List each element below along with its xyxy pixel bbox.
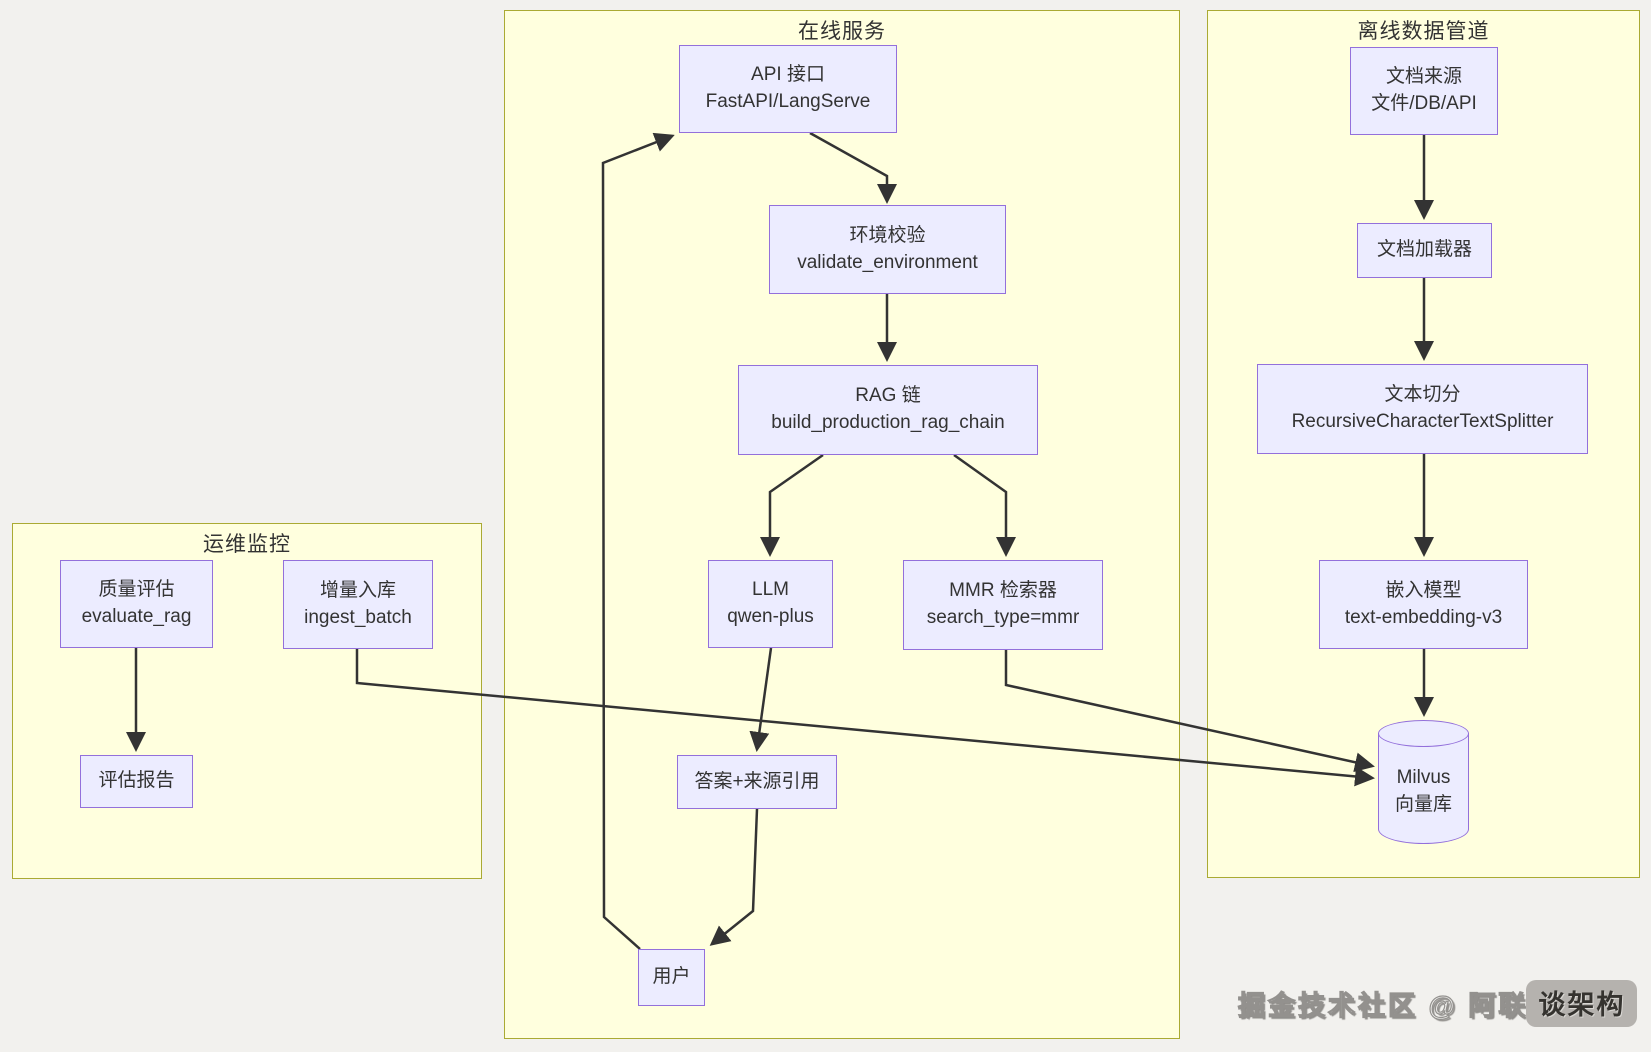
node-rag-title: RAG 链: [855, 385, 921, 407]
container-offline-title: 离线数据管道: [1357, 20, 1490, 43]
node-validate-environment: 环境校验 validate_environment: [769, 205, 1006, 294]
node-ingest-subtitle: ingest_batch: [304, 606, 412, 628]
node-mmr-title: MMR 检索器: [949, 580, 1057, 602]
node-llm-subtitle: qwen-plus: [727, 606, 814, 627]
node-text-splitter: 文本切分 RecursiveCharacterTextSplitter: [1257, 364, 1588, 454]
node-docsource-subtitle: 文件/DB/API: [1371, 93, 1477, 114]
node-rag-subtitle: build_production_rag_chain: [771, 412, 1005, 433]
watermark-text: 掘金技术社区 @ 阿联: [1237, 990, 1529, 1021]
watermark-badge: 谈架构: [1526, 980, 1638, 1027]
node-user: 用户: [638, 949, 705, 1006]
node-evaluate-rag: 质量评估 evaluate_rag: [60, 560, 213, 648]
node-api-title: API 接口: [751, 64, 825, 86]
node-validate-title: 环境校验: [849, 224, 926, 246]
node-ingest-batch: 增量入库 ingest_batch: [283, 560, 433, 649]
node-api-subtitle: FastAPI/LangServe: [705, 91, 871, 112]
node-api-endpoint: API 接口 FastAPI/LangServe: [679, 45, 897, 133]
node-embedding-model: 嵌入模型 text-embedding-v3: [1319, 560, 1528, 649]
container-ops-title: 运维监控: [203, 533, 291, 556]
node-llm-title: LLM: [752, 579, 789, 601]
node-evaluation-report: 评估报告: [80, 755, 193, 808]
node-evaluate-title: 质量评估: [98, 579, 175, 601]
node-splitter-subtitle: RecursiveCharacterTextSplitter: [1291, 411, 1554, 432]
node-document-source: 文档来源 文件/DB/API: [1350, 47, 1498, 135]
node-splitter-title: 文本切分: [1384, 384, 1461, 406]
node-loader-title: 文档加载器: [1376, 239, 1472, 261]
node-mmr-retriever: MMR 检索器 search_type=mmr: [903, 560, 1103, 650]
node-user-title: 用户: [652, 966, 691, 988]
node-embedding-title: 嵌入模型: [1385, 579, 1462, 601]
node-evaluate-subtitle: evaluate_rag: [81, 606, 192, 627]
node-milvus-vector-db: Milvus 向量库: [1378, 733, 1469, 844]
node-document-loader: 文档加载器: [1357, 223, 1492, 278]
node-milvus-title: Milvus: [1396, 767, 1451, 789]
node-answer-title: 答案+来源引用: [694, 770, 820, 792]
node-validate-subtitle: validate_environment: [797, 251, 978, 273]
node-milvus-subtitle: 向量库: [1394, 794, 1452, 815]
container-online-title: 在线服务: [798, 20, 886, 43]
node-mmr-subtitle: search_type=mmr: [926, 607, 1080, 628]
node-ingest-title: 增量入库: [319, 579, 396, 601]
node-llm: LLM qwen-plus: [708, 560, 833, 648]
container-online-service: 在线服务: [504, 10, 1180, 1039]
milvus-cylinder-top: [1378, 720, 1469, 747]
node-docsource-title: 文档来源: [1385, 66, 1462, 88]
node-embedding-subtitle: text-embedding-v3: [1344, 606, 1503, 628]
watermark: 掘金技术社区 @ 阿联 谈架构: [1237, 980, 1638, 1027]
node-answer-citations: 答案+来源引用: [677, 755, 837, 809]
node-rag-chain: RAG 链 build_production_rag_chain: [738, 365, 1038, 455]
node-report-title: 评估报告: [98, 770, 175, 792]
